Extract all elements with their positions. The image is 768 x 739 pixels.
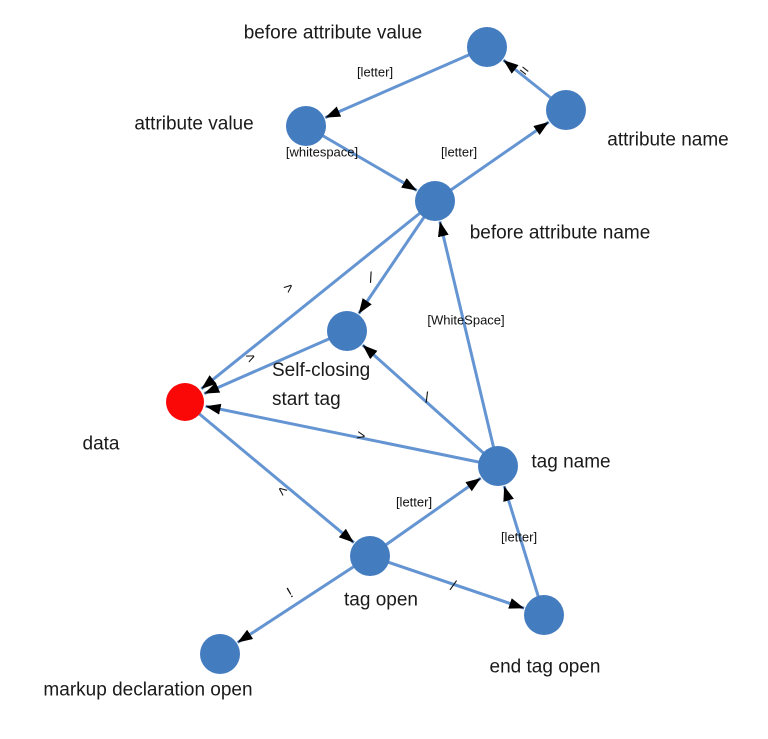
edge-label-attribute_value-to-before_attribute_name: [whitespace] — [285, 144, 359, 160]
edge-before_attribute_name-to-self_closing_start_tag — [357, 200, 437, 315]
edge-tag_open-to-tag_name — [369, 476, 482, 558]
node-label-before_attribute_name: before attribute name — [469, 222, 651, 244]
node-tag_open — [350, 536, 390, 576]
node-label-before_attribute_value: before attribute value — [243, 22, 423, 44]
edge-tag_name-to-self_closing_start_tag — [361, 343, 499, 468]
edge-tag_open-to-end_tag_open — [369, 554, 525, 610]
edge-end_tag_open-to-tag_name — [502, 485, 546, 616]
edge-self_closing_start_tag-to-data — [203, 329, 348, 395]
node-label-tag_open: tag open — [344, 589, 418, 611]
node-tag_name — [478, 446, 518, 486]
node-before_attribute_value — [467, 27, 507, 67]
edge-data-to-tag_open — [184, 400, 355, 544]
node-label-attribute_name: attribute name — [607, 129, 729, 151]
node-label-end_tag_open: end tag open — [489, 656, 601, 678]
node-self_closing_start_tag — [327, 311, 367, 351]
node-label-self_closing_start_tag: Self-closing start tag — [272, 360, 371, 410]
edge-label-before_attribute_value-to-attribute_value: [letter] — [356, 64, 394, 80]
node-data — [166, 383, 204, 421]
node-markup_declaration_open — [200, 634, 240, 674]
edge-tag_open-to-markup_declaration_open — [236, 554, 371, 644]
node-before_attribute_name — [415, 181, 455, 221]
edge-label-tag_name-to-before_attribute_name: [WhiteSpace] — [427, 312, 505, 328]
node-end_tag_open — [524, 595, 564, 635]
edge-before_attribute_name-to-data — [200, 199, 436, 391]
node-label-markup_declaration_open: markup declaration open — [43, 679, 253, 701]
edge-tag_name-to-data — [205, 403, 499, 468]
edge-label-end_tag_open-to-tag_name: [letter] — [500, 529, 538, 545]
edge-before_attribute_value-to-attribute_value — [324, 45, 488, 119]
edge-tag_name-to-before_attribute_name — [437, 221, 500, 467]
edge-before_attribute_name-to-attribute_name — [434, 120, 550, 203]
node-label-data: data — [82, 433, 120, 455]
edge-attribute_value-to-before_attribute_name — [305, 124, 418, 192]
node-label-attribute_value: attribute value — [134, 113, 254, 135]
node-attribute_name — [546, 90, 586, 130]
node-attribute_value — [286, 106, 326, 146]
edge-label-before_attribute_name-to-attribute_name: [letter] — [440, 144, 478, 160]
node-label-tag_name: tag name — [531, 451, 611, 473]
edge-label-tag_open-to-tag_name: [letter] — [395, 494, 433, 510]
